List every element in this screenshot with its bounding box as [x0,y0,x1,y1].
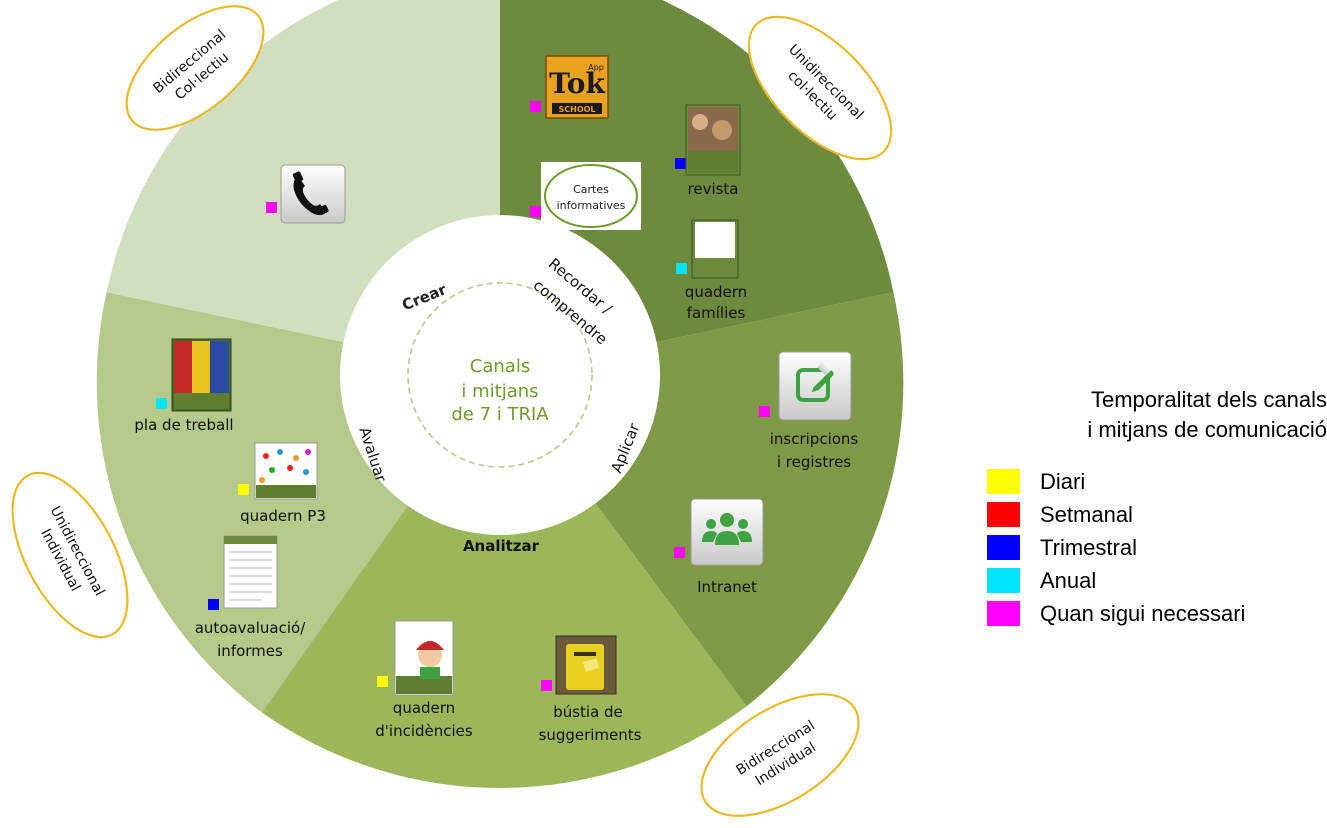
freq-marker-bustia [541,680,552,691]
quadern-p3-label: quadern P3 [240,507,326,525]
intranet-label: Intranet [697,578,757,596]
legend-label-anual: Anual [1040,567,1097,593]
legend-swatch-anual [987,568,1020,593]
quadern-incidencies-cover [394,620,454,696]
pla-treball-cover [171,338,232,412]
quadern-incidencies-line1: quadern [393,699,455,717]
quadrant-unidireccional-collectiu: Unidireccional col·lectiu [747,15,893,161]
freq-marker-cartes [530,206,541,217]
quadern-families-cover [691,219,739,279]
legend-item-anual: Anual [987,568,1096,593]
center-title-line1: Canals [470,356,530,377]
legend-item-trimestral: Trimestral [987,535,1137,560]
quadern-incidencies-line2: d'incidències [375,722,473,740]
legend-item-quan-sigui-necessari: Quan sigui necessari [987,601,1245,626]
cartes-line2: informatives [557,199,626,212]
freq-marker-telefon [266,202,277,213]
quadrant-bidireccional-individual: Bidireccional Individual [700,693,860,817]
tokapp-logo-app: App [588,63,604,72]
quadern-p3-cover [254,442,318,500]
phase-analitzar: Analitzar [463,537,540,555]
quadrant-bidireccional-collectiu: Bidireccional Col·lectiu [125,5,265,131]
autoavaluacio-document [223,535,278,609]
freq-marker-quadern-incidencies [377,676,388,687]
center-title-line2: i mitjans [461,381,538,402]
tokapp-logo-school: SCHOOL [558,105,595,114]
quadern-families-line1: quadern [685,283,747,301]
center-hub [340,215,660,535]
bustia-line2: suggeriments [539,726,642,744]
autoavaluacio-line2: informes [217,642,283,660]
legend-swatch-trimestral [987,535,1020,560]
quadern-families-line2: famílies [687,304,746,322]
legend-label-quan-sigui-necessari: Quan sigui necessari [1040,600,1246,626]
center-title-line3: de 7 i TRIA [451,404,549,425]
edit-icon [778,351,852,421]
legend-swatch-setmanal [987,502,1020,527]
inscripcions-line2: i registres [777,453,851,471]
legend-label-trimestral: Trimestral [1040,534,1137,560]
legend-label-setmanal: Setmanal [1040,501,1133,527]
freq-marker-intranet [674,547,685,558]
cartes-line1: Cartes [573,183,609,196]
legend-title: Temporalitat dels canals i mitjans de co… [985,385,1327,445]
freq-marker-quadern-families [676,263,687,274]
pla-treball-label: pla de treball [134,416,233,434]
inscripcions-line1: inscripcions [770,430,859,448]
group-icon [690,498,764,566]
freq-marker-quadern-p3 [238,484,249,495]
freq-marker-revista [675,158,686,169]
legend-item-diari: Diari [987,469,1085,494]
quadrant-unidireccional-individual: Unidireccional Individual [11,471,129,639]
tokapp-logo: Tok App SCHOOL [545,55,609,119]
legend-label-diari: Diari [1040,468,1086,494]
cartes-informatives-card: Cartes informatives [541,162,641,230]
legend-swatch-quan-sigui-necessari [987,601,1020,626]
center-dashed-ring [407,282,593,468]
freq-marker-autoavaluacio [208,599,219,610]
bustia-photo [555,635,617,695]
bustia-line1: bústia de [553,703,623,721]
autoavaluacio-line1: autoavaluació/ [195,619,306,637]
legend-title-line1: Temporalitat dels canals [1090,387,1327,412]
tokapp-logo-text: Tok [549,67,605,100]
revista-label: revista [688,180,739,198]
legend-swatch-diari [987,469,1020,494]
revista-cover [685,104,741,176]
freq-marker-inscripcions [759,406,770,417]
phone-icon [280,164,346,224]
freq-marker-pla-treball [156,398,167,409]
legend-item-setmanal: Setmanal [987,502,1133,527]
freq-marker-tokapp [530,101,541,112]
legend-title-line2: i mitjans de comunicació [1087,417,1327,442]
